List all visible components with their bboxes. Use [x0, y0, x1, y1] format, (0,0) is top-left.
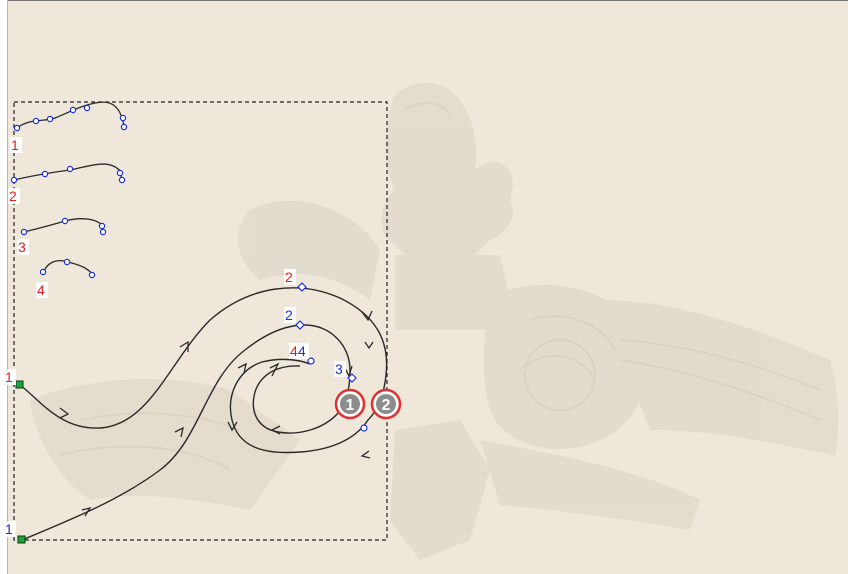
profile-label-3: 3 [18, 239, 26, 255]
profile-node[interactable] [100, 229, 105, 234]
rail-2-top-label: 2 [285, 307, 293, 323]
endpoint-badge-1[interactable]: 1 [336, 390, 364, 418]
profile-node[interactable] [70, 107, 75, 112]
profile-node[interactable] [67, 166, 72, 171]
profile-node[interactable] [14, 125, 19, 130]
profile-node[interactable] [11, 177, 16, 182]
spiral-center-label-blue: 4 [298, 343, 306, 359]
rail-1-start-label: 1 [5, 369, 13, 385]
rail-node[interactable] [361, 425, 367, 431]
profile-node[interactable] [117, 170, 122, 175]
profile-node[interactable] [121, 124, 126, 129]
spiral-end-label: 3 [335, 361, 343, 377]
endpoint-badge-1-number: 1 [346, 397, 355, 414]
profile-node[interactable] [119, 177, 124, 182]
profile-label-4: 4 [37, 282, 45, 298]
endpoint-badge-2-number: 2 [382, 397, 391, 414]
profile-node[interactable] [84, 105, 89, 110]
rail-2-start-label: 1 [5, 521, 13, 537]
spiral-center-label-red: 4 [290, 343, 298, 359]
window-left-border [0, 0, 7, 574]
profile-node[interactable] [33, 118, 38, 123]
profile-node[interactable] [21, 229, 26, 234]
profile-label-1: 1 [11, 137, 19, 153]
profile-node[interactable] [40, 269, 45, 274]
profile-node[interactable] [47, 116, 52, 121]
profile-node[interactable] [42, 171, 47, 176]
profile-node[interactable] [64, 259, 69, 264]
profile-node[interactable] [62, 218, 67, 223]
rail-1-top-label: 2 [285, 269, 293, 285]
profile-node[interactable] [120, 115, 125, 120]
endpoint-badge-2[interactable]: 2 [372, 390, 400, 418]
profile-node[interactable] [99, 223, 104, 228]
profile-label-2: 2 [9, 188, 17, 204]
rail-start-node[interactable] [16, 381, 23, 388]
rail-start-node[interactable] [18, 536, 25, 543]
profile-node[interactable] [89, 272, 94, 277]
